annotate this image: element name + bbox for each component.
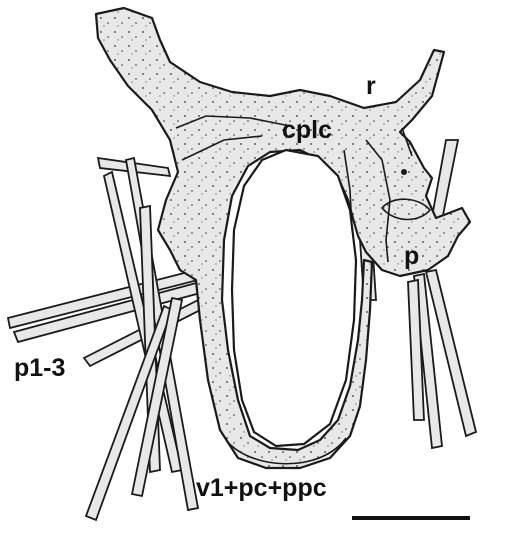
label-p1-3: p1-3: [14, 356, 65, 381]
inner-loop: [232, 150, 356, 446]
detail-dot: [401, 169, 407, 175]
scale-bar: [352, 516, 470, 520]
label-v1-pc-ppc: v1+pc+ppc: [196, 476, 327, 501]
label-r: r: [366, 74, 376, 99]
label-cplc: cplc: [282, 118, 332, 143]
label-p: p: [404, 244, 419, 269]
